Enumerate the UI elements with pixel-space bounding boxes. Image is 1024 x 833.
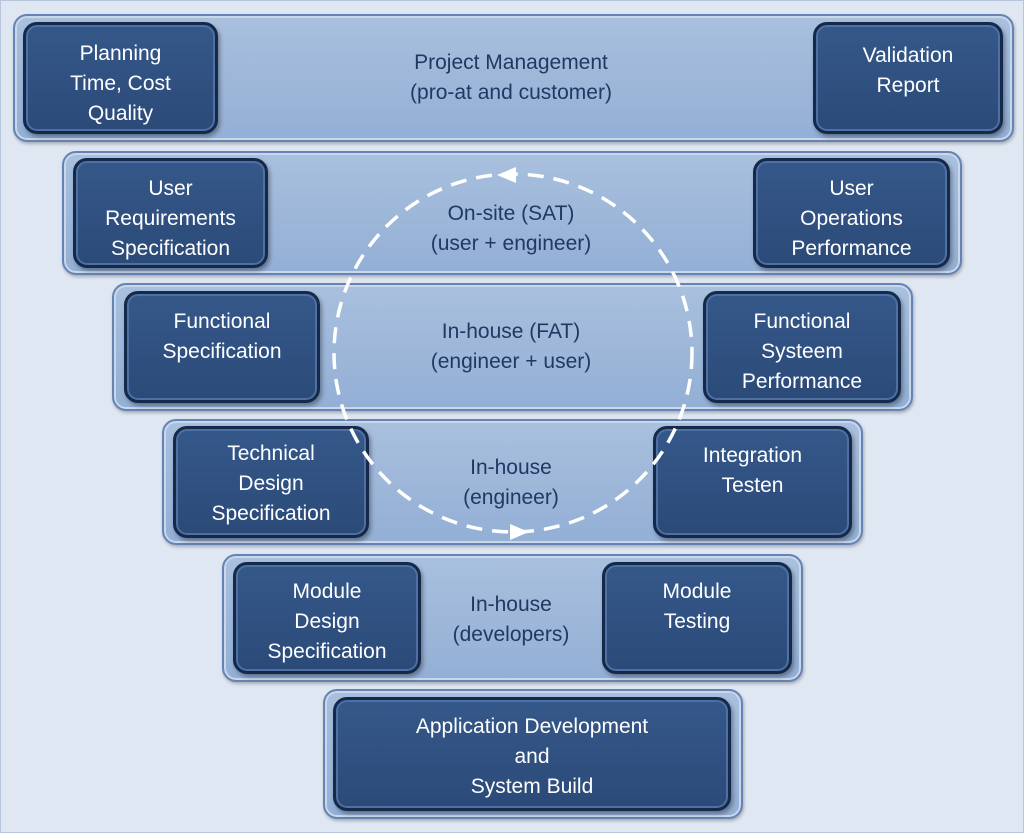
box-module-testing: Module Testing: [602, 562, 792, 674]
box-integration-testen: Integration Testen: [653, 426, 852, 538]
box-functional-system-performance: Functional Systeem Performance: [703, 291, 901, 403]
box-functional-specification: Functional Specification: [124, 291, 320, 403]
label-in-house-fat: In-house (FAT) (engineer + user): [430, 320, 592, 373]
label-on-site-sat: On-site (SAT) (user + engineer): [430, 202, 592, 255]
label-project-management: Project Management (pro-at and customer): [410, 51, 612, 104]
box-validation-report: Validation Report: [813, 22, 1003, 134]
box-planning: Planning Time, Cost Quality: [23, 22, 218, 134]
box-module-design-specification: Module Design Specification: [233, 562, 421, 674]
box-application-development: Application Development and System Build: [333, 697, 731, 811]
label-in-house-engineer: In-house (engineer): [463, 456, 559, 509]
box-technical-design-specification: Technical Design Specification: [173, 426, 369, 538]
box-user-requirements: User Requirements Specification: [73, 158, 268, 268]
label-in-house-developers: In-house (developers): [452, 593, 570, 646]
box-user-operations: User Operations Performance: [753, 158, 950, 268]
